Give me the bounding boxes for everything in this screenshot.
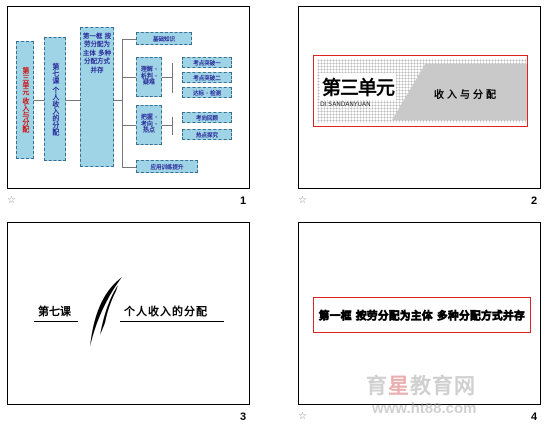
mindmap-branch-a-item-1: 考点突破一 [182,57,232,68]
slide-thumbnail-1[interactable]: 第三单元 收入与分配 第七课 个人收入的分配 第一框 按劳分配为主体 多种分配方… [7,6,250,189]
connector-line [122,39,123,167]
watermark-url: www.ht88.com [372,400,477,417]
watermark-logo: 育星教育网 [366,370,476,400]
unit-banner: 第三单元 DI SANDANYUAN 收入与分配 [313,55,528,127]
mindmap-top-item: 基础知识 [136,32,192,45]
watermark-heart: 星 [388,374,410,398]
slide-4-number: 4 [531,411,538,423]
connector-line [122,77,136,78]
mindmap-branch-a-item-2: 考点突破二 [182,72,232,83]
connector-line [122,167,136,168]
mindmap-branch-b: 把握 · 考向 · 热点 [136,105,162,145]
mindmap-bottom-item: 应用训练提升 [136,160,198,173]
lesson-label: 第七课 [38,305,71,318]
connector-line [122,39,136,40]
slide-1-star-icon[interactable]: ☆ [7,195,16,206]
slide-thumbnail-4[interactable]: 第一框 按劳分配为主体 多种分配方式并存 [298,222,541,405]
slide-thumbnail-2[interactable]: 第三单元 DI SANDANYUAN 收入与分配 [298,6,541,189]
unit-pinyin: DI SANDANYUAN [320,101,371,108]
mindmap-unit-box: 第三单元 收入与分配 [16,41,34,159]
connector-line [172,117,173,135]
frame-title: 第一框 按劳分配为主体 多种分配方式并存 [318,309,526,322]
connector-line [122,125,136,126]
watermark-text: 育 [366,374,388,398]
connector-line [162,125,172,126]
mindmap-branch-a: 理解 · 析判 · 疑难 [136,57,162,97]
connector-line [66,100,80,101]
slide-thumbnail-3[interactable]: 第七课 个人收入的分配 [7,222,250,405]
mindmap-branch-b-item-2: 热点探究 [182,129,232,140]
mindmap-lesson-box: 第七课 个人收入的分配 [44,37,66,161]
lesson-underline [34,321,78,322]
lesson-title-underline [120,321,224,322]
connector-line [34,100,44,101]
unit-title: 第三单元 [320,73,397,100]
slide-1-number: 1 [240,195,247,207]
mindmap-branch-b-item-1: 考向回顾 [182,112,232,123]
slide-4-star-icon[interactable]: ☆ [298,411,307,422]
feather-swoosh-icon [90,277,122,347]
slide-2-number: 2 [531,195,538,207]
connector-line [162,77,172,78]
frame-title-box: 第一框 按劳分配为主体 多种分配方式并存 [313,297,531,333]
connector-line [114,100,122,101]
connector-line [172,63,173,93]
slide-2-star-icon[interactable]: ☆ [298,195,307,206]
unit-topic: 收入与分配 [434,90,499,101]
slide-3-number: 3 [240,411,247,423]
mindmap-branch-a-item-3: 达标 · 检测 [182,87,232,98]
lesson-title: 个人收入的分配 [124,305,208,318]
watermark-text: 教育网 [410,374,476,398]
mindmap-frame-box: 第一框 按劳分配为主体 多种分配方式并存 [80,27,114,167]
